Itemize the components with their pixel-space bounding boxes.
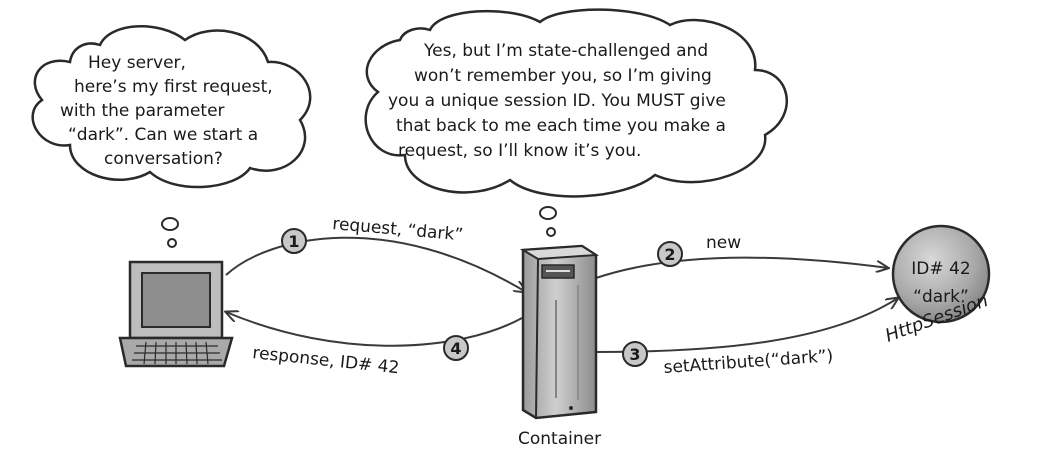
session-value-line: “dark”: [913, 287, 969, 307]
client-bubble-line-4: “dark”. Can we start a: [68, 125, 258, 145]
step-1-number: 1: [288, 232, 299, 251]
http-session-object: ID# 42 “dark” HttpSession: [883, 224, 991, 347]
step-4-circle: [443, 335, 469, 361]
step-2-number: 2: [664, 245, 675, 264]
server-thought-dot-large: [539, 206, 557, 220]
step-3-circle: [622, 341, 648, 367]
client-thought-bubble: Hey server, here’s my first request, wit…: [31, 25, 312, 248]
arrow-request: [225, 236, 526, 292]
session-id-line: ID# 42: [911, 259, 970, 279]
step-3: 3: [622, 341, 648, 367]
arrow-new: [595, 256, 888, 279]
step-4: 4: [443, 335, 469, 361]
container-server-icon: [519, 244, 600, 420]
server-bubble-line-2: won’t remember you, so I’m giving: [414, 66, 712, 86]
server-bubble-line-1: Yes, but I’m state-challenged and: [423, 41, 708, 61]
server-bubble-line-5: request, so I’ll know it’s you.: [398, 141, 641, 161]
client-bubble-line-3: with the parameter: [60, 101, 225, 121]
step-1: 1: [281, 228, 307, 254]
client-thought-dot-large: [161, 217, 179, 231]
client-bubble-line-1: Hey server,: [88, 53, 186, 73]
client-computer-icon: [118, 260, 234, 368]
arrow-response: [226, 312, 523, 347]
server-thought-bubble: Yes, but I’m state-challenged and won’t …: [364, 8, 789, 237]
step-3-label: setAttribute(“dark”): [663, 346, 834, 378]
session-sphere-icon: [891, 224, 991, 324]
step-3-number: 3: [629, 345, 640, 364]
step-1-circle: [281, 228, 307, 254]
container-label: Container: [518, 429, 601, 449]
step-4-number: 4: [450, 339, 461, 358]
client-bubble-line-2: here’s my first request,: [74, 77, 273, 97]
step-2: 2: [657, 241, 683, 267]
step-1-label: request, “dark”: [332, 214, 464, 245]
step-2-circle: [657, 241, 683, 267]
step-4-label: response, ID# 42: [251, 343, 400, 378]
server-thought-dot-small: [546, 227, 556, 237]
step-2-label: new: [706, 233, 741, 253]
client-thought-dot-small: [167, 238, 177, 248]
server-bubble-line-4: that back to me each time you make a: [396, 116, 726, 136]
client-bubble-line-5: conversation?: [104, 149, 223, 169]
server-bubble-line-3: you a unique session ID. You MUST give: [388, 91, 726, 111]
